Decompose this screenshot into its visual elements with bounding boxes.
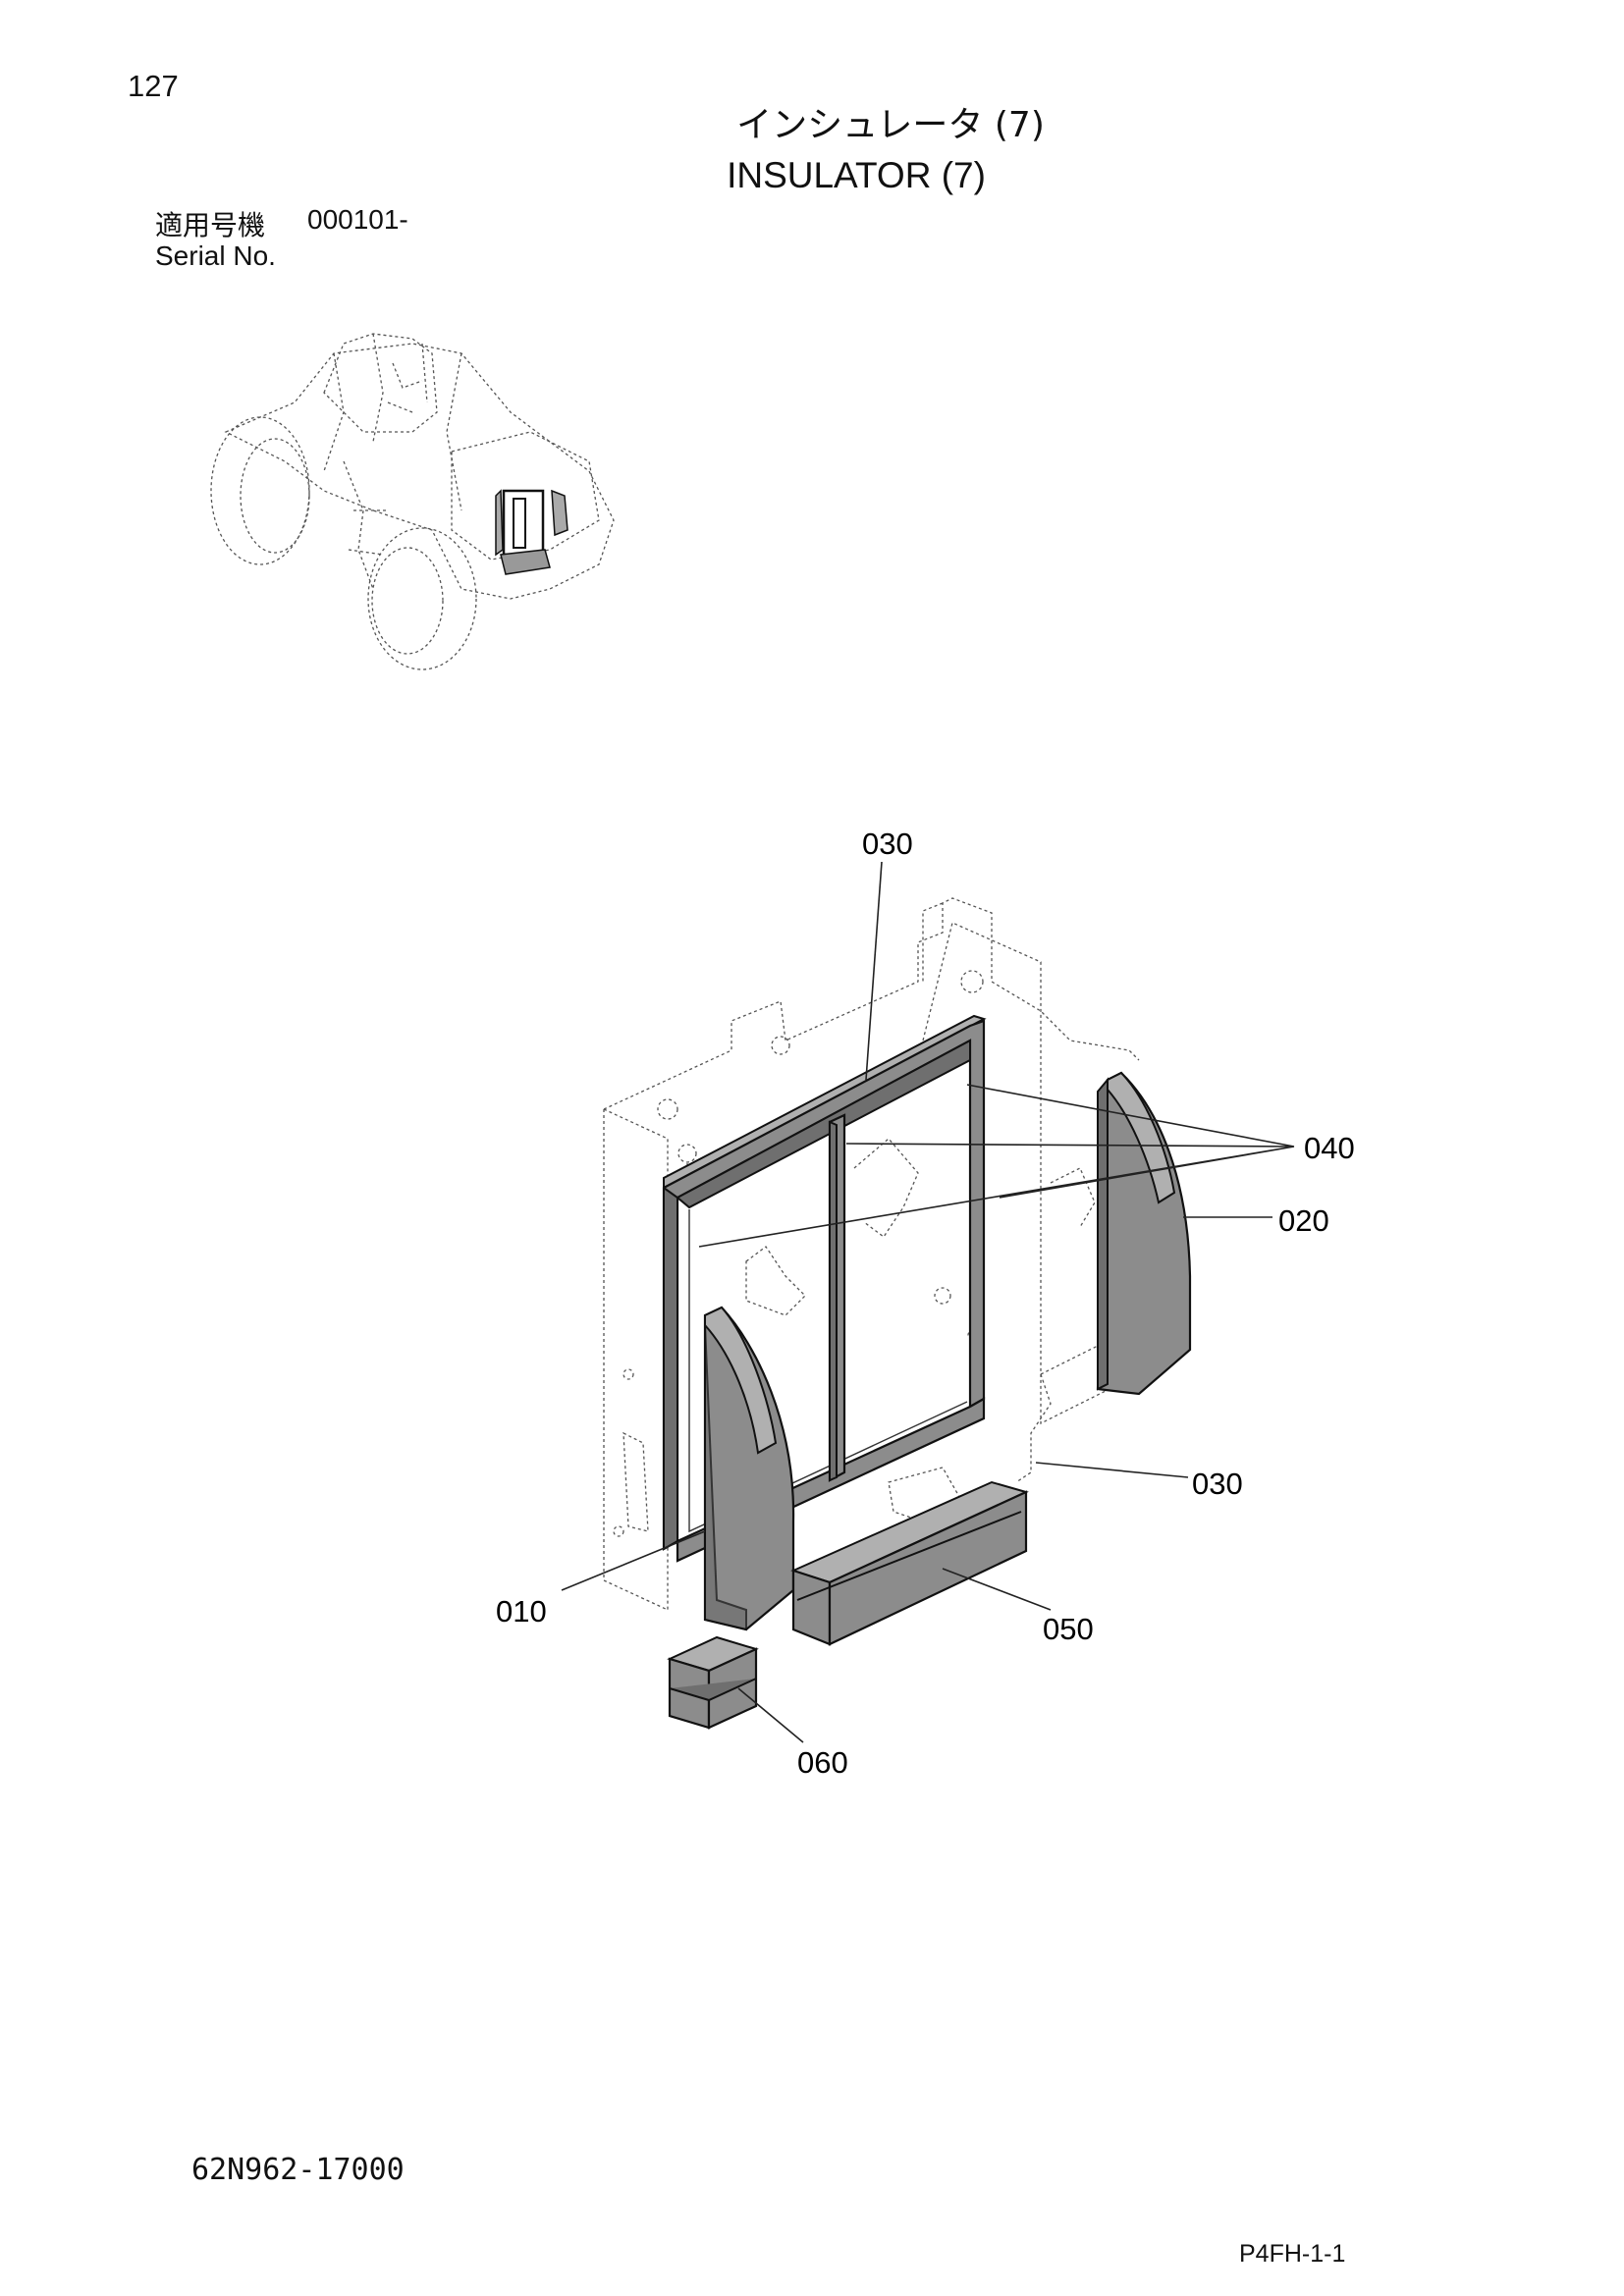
serial-label-english: Serial No. xyxy=(155,240,276,271)
callout-040: 040 xyxy=(1304,1131,1355,1165)
serial-number-value: 000101- xyxy=(307,204,408,235)
page-number: 127 xyxy=(128,69,179,103)
page-title-japanese: インシュレータ (7) xyxy=(736,105,1045,145)
page-reference: P4FH-1-1 xyxy=(1239,2240,1346,2268)
machine-location-thumbnail xyxy=(210,333,615,670)
insulator-assembly-drawing xyxy=(561,861,1295,1743)
callout-030-bottom: 030 xyxy=(1192,1467,1243,1501)
callout-060: 060 xyxy=(797,1745,848,1780)
page-title-english: INSULATOR (7) xyxy=(727,155,986,195)
callout-050: 050 xyxy=(1043,1612,1094,1646)
callout-020: 020 xyxy=(1278,1203,1329,1238)
serial-label-japanese: 適用号機 xyxy=(155,209,266,241)
callout-010: 010 xyxy=(496,1594,547,1629)
drawing-number: 62N962-17000 xyxy=(191,2153,405,2187)
callout-030-top: 030 xyxy=(862,827,913,861)
